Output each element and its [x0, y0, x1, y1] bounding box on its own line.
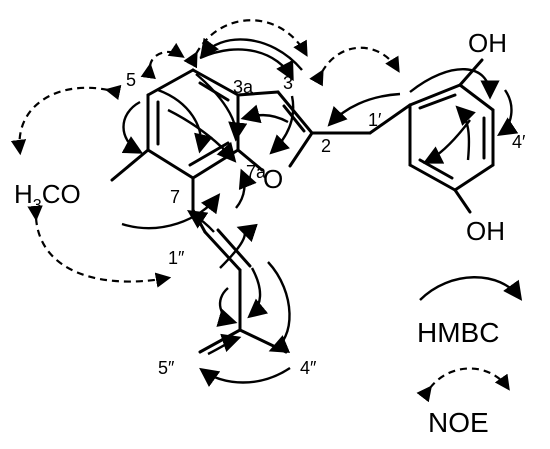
atom-oh-top: OH	[468, 28, 507, 58]
pos-5: 5	[126, 70, 136, 90]
legend-hmbc-arrow	[419, 276, 523, 301]
resorcinol-ring	[310, 58, 495, 214]
pos-5doubleprime: 5″	[158, 358, 175, 378]
furan-ring	[236, 90, 314, 172]
pos-3a: 3a	[233, 77, 254, 97]
pos-7: 7	[170, 187, 180, 207]
atom-oh-bottom: OH	[466, 216, 505, 246]
legend-hmbc-label: HMBC	[417, 317, 499, 348]
pos-4doubleprime: 4″	[300, 358, 317, 378]
legend-noe-arrow	[416, 367, 510, 403]
noe-arrows	[10, 19, 400, 288]
pos-4prime: 4′	[512, 132, 526, 152]
atom-ring-oxygen: O	[263, 164, 283, 194]
position-labels: 5 3a 3 1′ 2 4′ 7 7a 1″ 5″ 4″	[126, 70, 526, 378]
legend: HMBC NOE	[416, 276, 523, 438]
pos-2: 2	[321, 136, 331, 156]
legend-noe-label: NOE	[428, 407, 489, 438]
pos-7a: 7a	[246, 162, 267, 182]
atom-methoxy: H3CO	[14, 179, 81, 214]
pos-1doubleprime: 1″	[168, 248, 185, 268]
pos-1prime: 1′	[368, 110, 382, 130]
atom-labels: OH OH O H3CO	[14, 28, 507, 246]
pos-3: 3	[283, 73, 293, 93]
